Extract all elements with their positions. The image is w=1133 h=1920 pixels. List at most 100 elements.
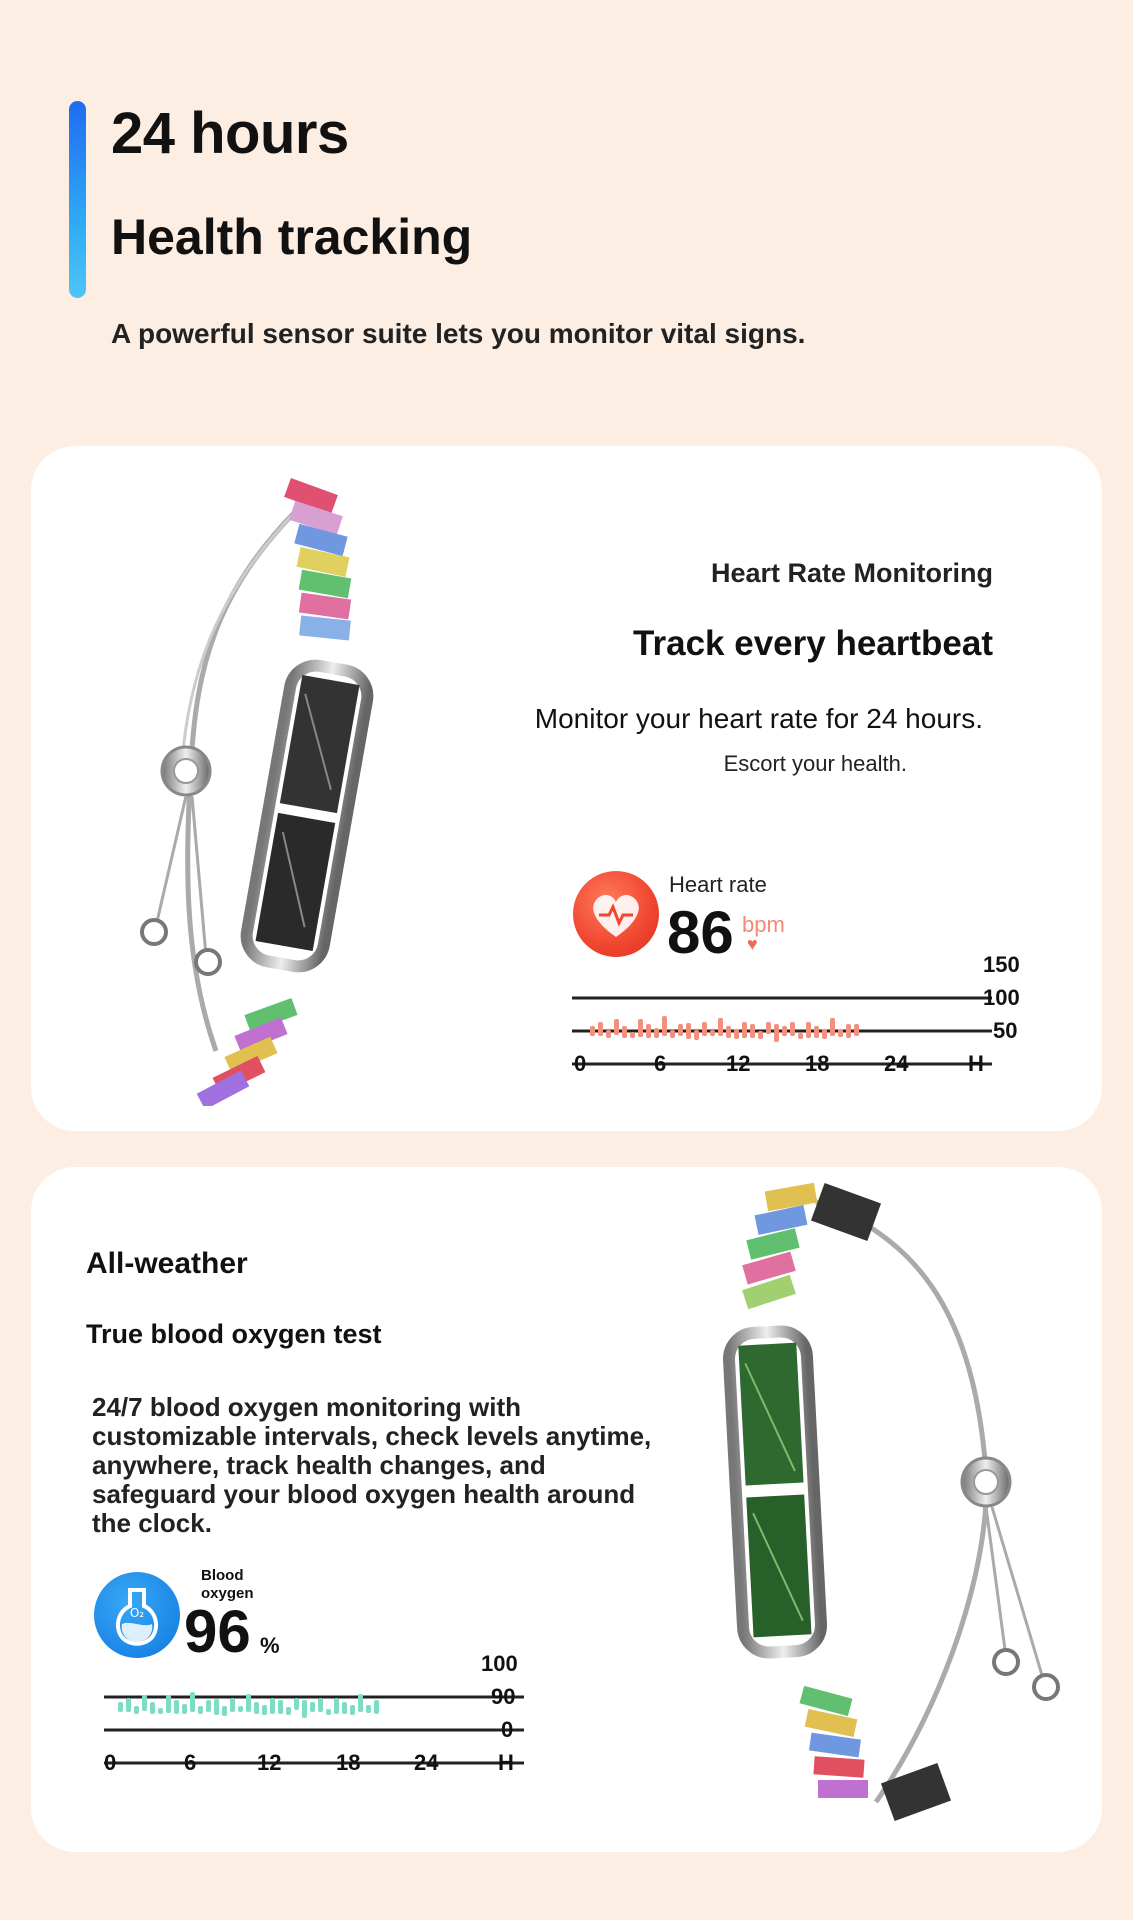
chart-bar [678, 1024, 683, 1036]
chart-bar [590, 1026, 595, 1036]
heart-metric-label: Heart rate [669, 872, 767, 897]
oxygen-x-tick: 6 [184, 1750, 197, 1775]
chart-bar [198, 1706, 203, 1714]
svg-text:O₂: O₂ [130, 1606, 144, 1620]
chart-bar [310, 1702, 315, 1712]
oxygen-metric-unit: % [260, 1633, 280, 1658]
blood-oxygen-bars [118, 1692, 379, 1718]
heart-rate-card: Heart Rate Monitoring Track every heartb… [31, 446, 1102, 1131]
chart-bar [134, 1706, 139, 1714]
chart-bar [150, 1702, 155, 1714]
heart-metric-value: 86 [667, 899, 734, 966]
oxygen-x-tick: H [498, 1750, 514, 1775]
oxygen-section-title: All-weather [86, 1247, 248, 1280]
chart-bar [246, 1694, 251, 1712]
oxygen-metric-value: 96 [184, 1598, 251, 1665]
chart-bar [294, 1698, 299, 1710]
chart-bar [118, 1702, 123, 1712]
chart-bar [318, 1698, 323, 1712]
blood-oxygen-card: All-weather True blood oxygen test 24/7 … [31, 1167, 1102, 1852]
chart-bar [838, 1029, 843, 1037]
oxygen-y-tick: 0 [501, 1717, 514, 1742]
heart-x-tick: 18 [805, 1051, 830, 1076]
oxygen-y-tick: 100 [481, 1651, 518, 1676]
chart-bar [190, 1692, 195, 1712]
chart-bar [598, 1022, 603, 1036]
chart-bar [214, 1699, 219, 1715]
chart-bar [702, 1022, 707, 1036]
chart-bar [286, 1707, 291, 1715]
chart-bar [158, 1708, 163, 1714]
chart-bar [774, 1024, 779, 1042]
chart-bar [766, 1022, 771, 1034]
chart-bar [694, 1030, 699, 1040]
chart-bar [326, 1709, 331, 1715]
chart-bar [710, 1030, 715, 1036]
small-heart-icon: ♥ [747, 934, 758, 954]
heart-y-tick: 50 [993, 1018, 1018, 1043]
chart-bar [742, 1022, 747, 1038]
chart-bar [734, 1029, 739, 1039]
oxygen-flask-icon: O₂ [94, 1572, 180, 1658]
chart-bar [814, 1026, 819, 1038]
heart-pulse-icon [573, 871, 659, 957]
chart-bar [686, 1023, 691, 1039]
heart-metric-unit: bpm [742, 912, 785, 937]
chart-bar [854, 1024, 859, 1036]
chart-bar [662, 1016, 667, 1036]
heart-x-tick: 6 [654, 1051, 667, 1076]
chart-bar [622, 1026, 627, 1038]
heart-headline: Track every heartbeat [633, 624, 993, 663]
chart-bar [166, 1695, 171, 1713]
chart-bar [790, 1022, 795, 1036]
chart-bar [358, 1694, 363, 1712]
chart-bar [798, 1033, 803, 1039]
chart-bar [270, 1698, 275, 1714]
heart-y-tick: 150 [983, 952, 1020, 977]
chart-bar [614, 1019, 619, 1035]
chart-bar [334, 1698, 339, 1714]
heart-y-tick: 100 [983, 985, 1020, 1010]
chart-bar [750, 1024, 755, 1038]
oxygen-x-tick: 24 [414, 1750, 439, 1775]
chart-bar [806, 1022, 811, 1038]
page-title: 24 hours [111, 101, 349, 166]
chart-bar [222, 1706, 227, 1716]
heart-subline: Escort your health. [723, 751, 907, 776]
heart-rate-bars [590, 1016, 859, 1042]
heart-rate-chart [572, 996, 992, 1066]
heart-x-tick: H [968, 1051, 984, 1076]
chart-bar [718, 1018, 723, 1036]
chart-bar [654, 1028, 659, 1038]
chart-bar [142, 1695, 147, 1711]
chart-bar [302, 1700, 307, 1718]
chart-bar [262, 1705, 267, 1715]
chart-bar [238, 1706, 243, 1712]
oxygen-description: 24/7 blood oxygen monitoring with custom… [92, 1392, 652, 1538]
chart-bar [846, 1024, 851, 1038]
bracelet-image [140, 478, 374, 1106]
chart-bar [366, 1705, 371, 1713]
oxygen-x-tick: 18 [336, 1750, 361, 1775]
heart-x-tick: 24 [884, 1051, 909, 1076]
chart-bar [174, 1700, 179, 1714]
chart-bar [206, 1700, 211, 1712]
bracelet-image [723, 1182, 1060, 1822]
page-subtitle: Health tracking [111, 209, 473, 265]
chart-bar [254, 1702, 259, 1714]
chart-bar [830, 1018, 835, 1036]
chart-bar [646, 1024, 651, 1038]
chart-bar [726, 1026, 731, 1038]
oxygen-y-tick: 90 [491, 1684, 516, 1709]
chart-bar [638, 1019, 643, 1037]
chart-bar [782, 1026, 787, 1036]
chart-bar [374, 1700, 379, 1714]
lead-text: A powerful sensor suite lets you monitor… [111, 318, 806, 349]
oxygen-x-tick: 0 [104, 1750, 117, 1775]
chart-bar [670, 1030, 675, 1038]
oxygen-x-tick: 12 [257, 1750, 282, 1775]
oxygen-headline: True blood oxygen test [86, 1319, 382, 1349]
chart-bar [182, 1704, 187, 1714]
chart-bar [606, 1030, 611, 1038]
chart-bar [342, 1702, 347, 1714]
